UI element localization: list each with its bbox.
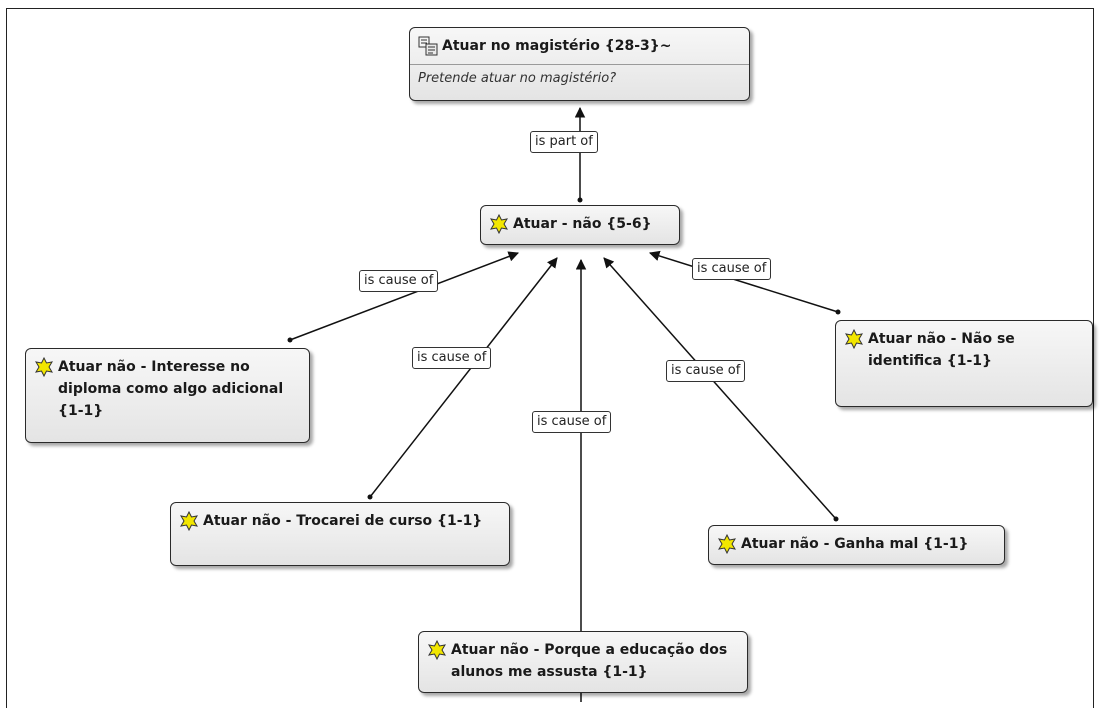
node-title: Atuar - não {5-6} — [513, 216, 652, 232]
link-interesse-to-center[interactable] — [289, 251, 519, 341]
edge-label-is-cause-of[interactable]: is cause of — [666, 360, 746, 382]
code-node-educacao[interactable]: Atuar não - Porque a educação dos alunos… — [418, 631, 748, 693]
code-icon — [845, 329, 863, 349]
code-icon — [180, 511, 198, 531]
code-icon — [718, 534, 736, 554]
code-node-ganha[interactable]: Atuar não - Ganha mal {1-1} — [708, 525, 1005, 565]
node-comment: Pretende atuar no magistério? — [410, 64, 749, 92]
edge-label-is-cause-of[interactable]: is cause of — [692, 258, 772, 280]
link-endpoint-dot — [577, 197, 583, 203]
code-document-icon — [418, 36, 438, 56]
link-endpoint-dot — [835, 309, 841, 315]
link-endpoint-dot — [287, 337, 293, 343]
edge-label-is-cause-of[interactable]: is cause of — [532, 411, 612, 433]
canvas-frame — [6, 8, 1094, 708]
node-title: Atuar no magistério {28-3}~ — [442, 38, 672, 54]
code-node-trocarei[interactable]: Atuar não - Trocarei de curso {1-1} — [170, 502, 510, 566]
link-trocarei-to-center[interactable] — [369, 257, 558, 498]
node-title: Atuar não - Porque a educação dos alunos… — [451, 642, 728, 680]
code-node-interesse[interactable]: Atuar não - Interesse no diploma como al… — [25, 348, 310, 443]
edge-label-is-cause-of[interactable]: is cause of — [412, 347, 492, 369]
edge-label-is-part-of[interactable]: is part of — [530, 131, 598, 153]
center-code-node[interactable]: Atuar - não {5-6} — [480, 205, 680, 245]
node-title: Atuar não - Interesse no diploma como al… — [58, 359, 284, 419]
code-icon — [490, 214, 508, 234]
node-title: Atuar não - Não se identifica {1-1} — [868, 331, 1015, 369]
link-endpoint-dot — [833, 516, 839, 522]
code-icon — [35, 357, 53, 377]
link-endpoint-dot — [367, 494, 373, 500]
code-node-identifica[interactable]: Atuar não - Não se identifica {1-1} — [835, 320, 1093, 407]
code-icon — [428, 640, 446, 660]
node-title: Atuar não - Trocarei de curso {1-1} — [203, 513, 483, 529]
root-code-document-node[interactable]: Atuar no magistério {28-3}~ Pretende atu… — [409, 27, 750, 101]
edge-label-is-cause-of[interactable]: is cause of — [359, 270, 439, 292]
link-identifica-to-center[interactable] — [648, 250, 839, 313]
link-ganha-to-center[interactable] — [603, 257, 837, 520]
node-title: Atuar não - Ganha mal {1-1} — [741, 536, 969, 552]
